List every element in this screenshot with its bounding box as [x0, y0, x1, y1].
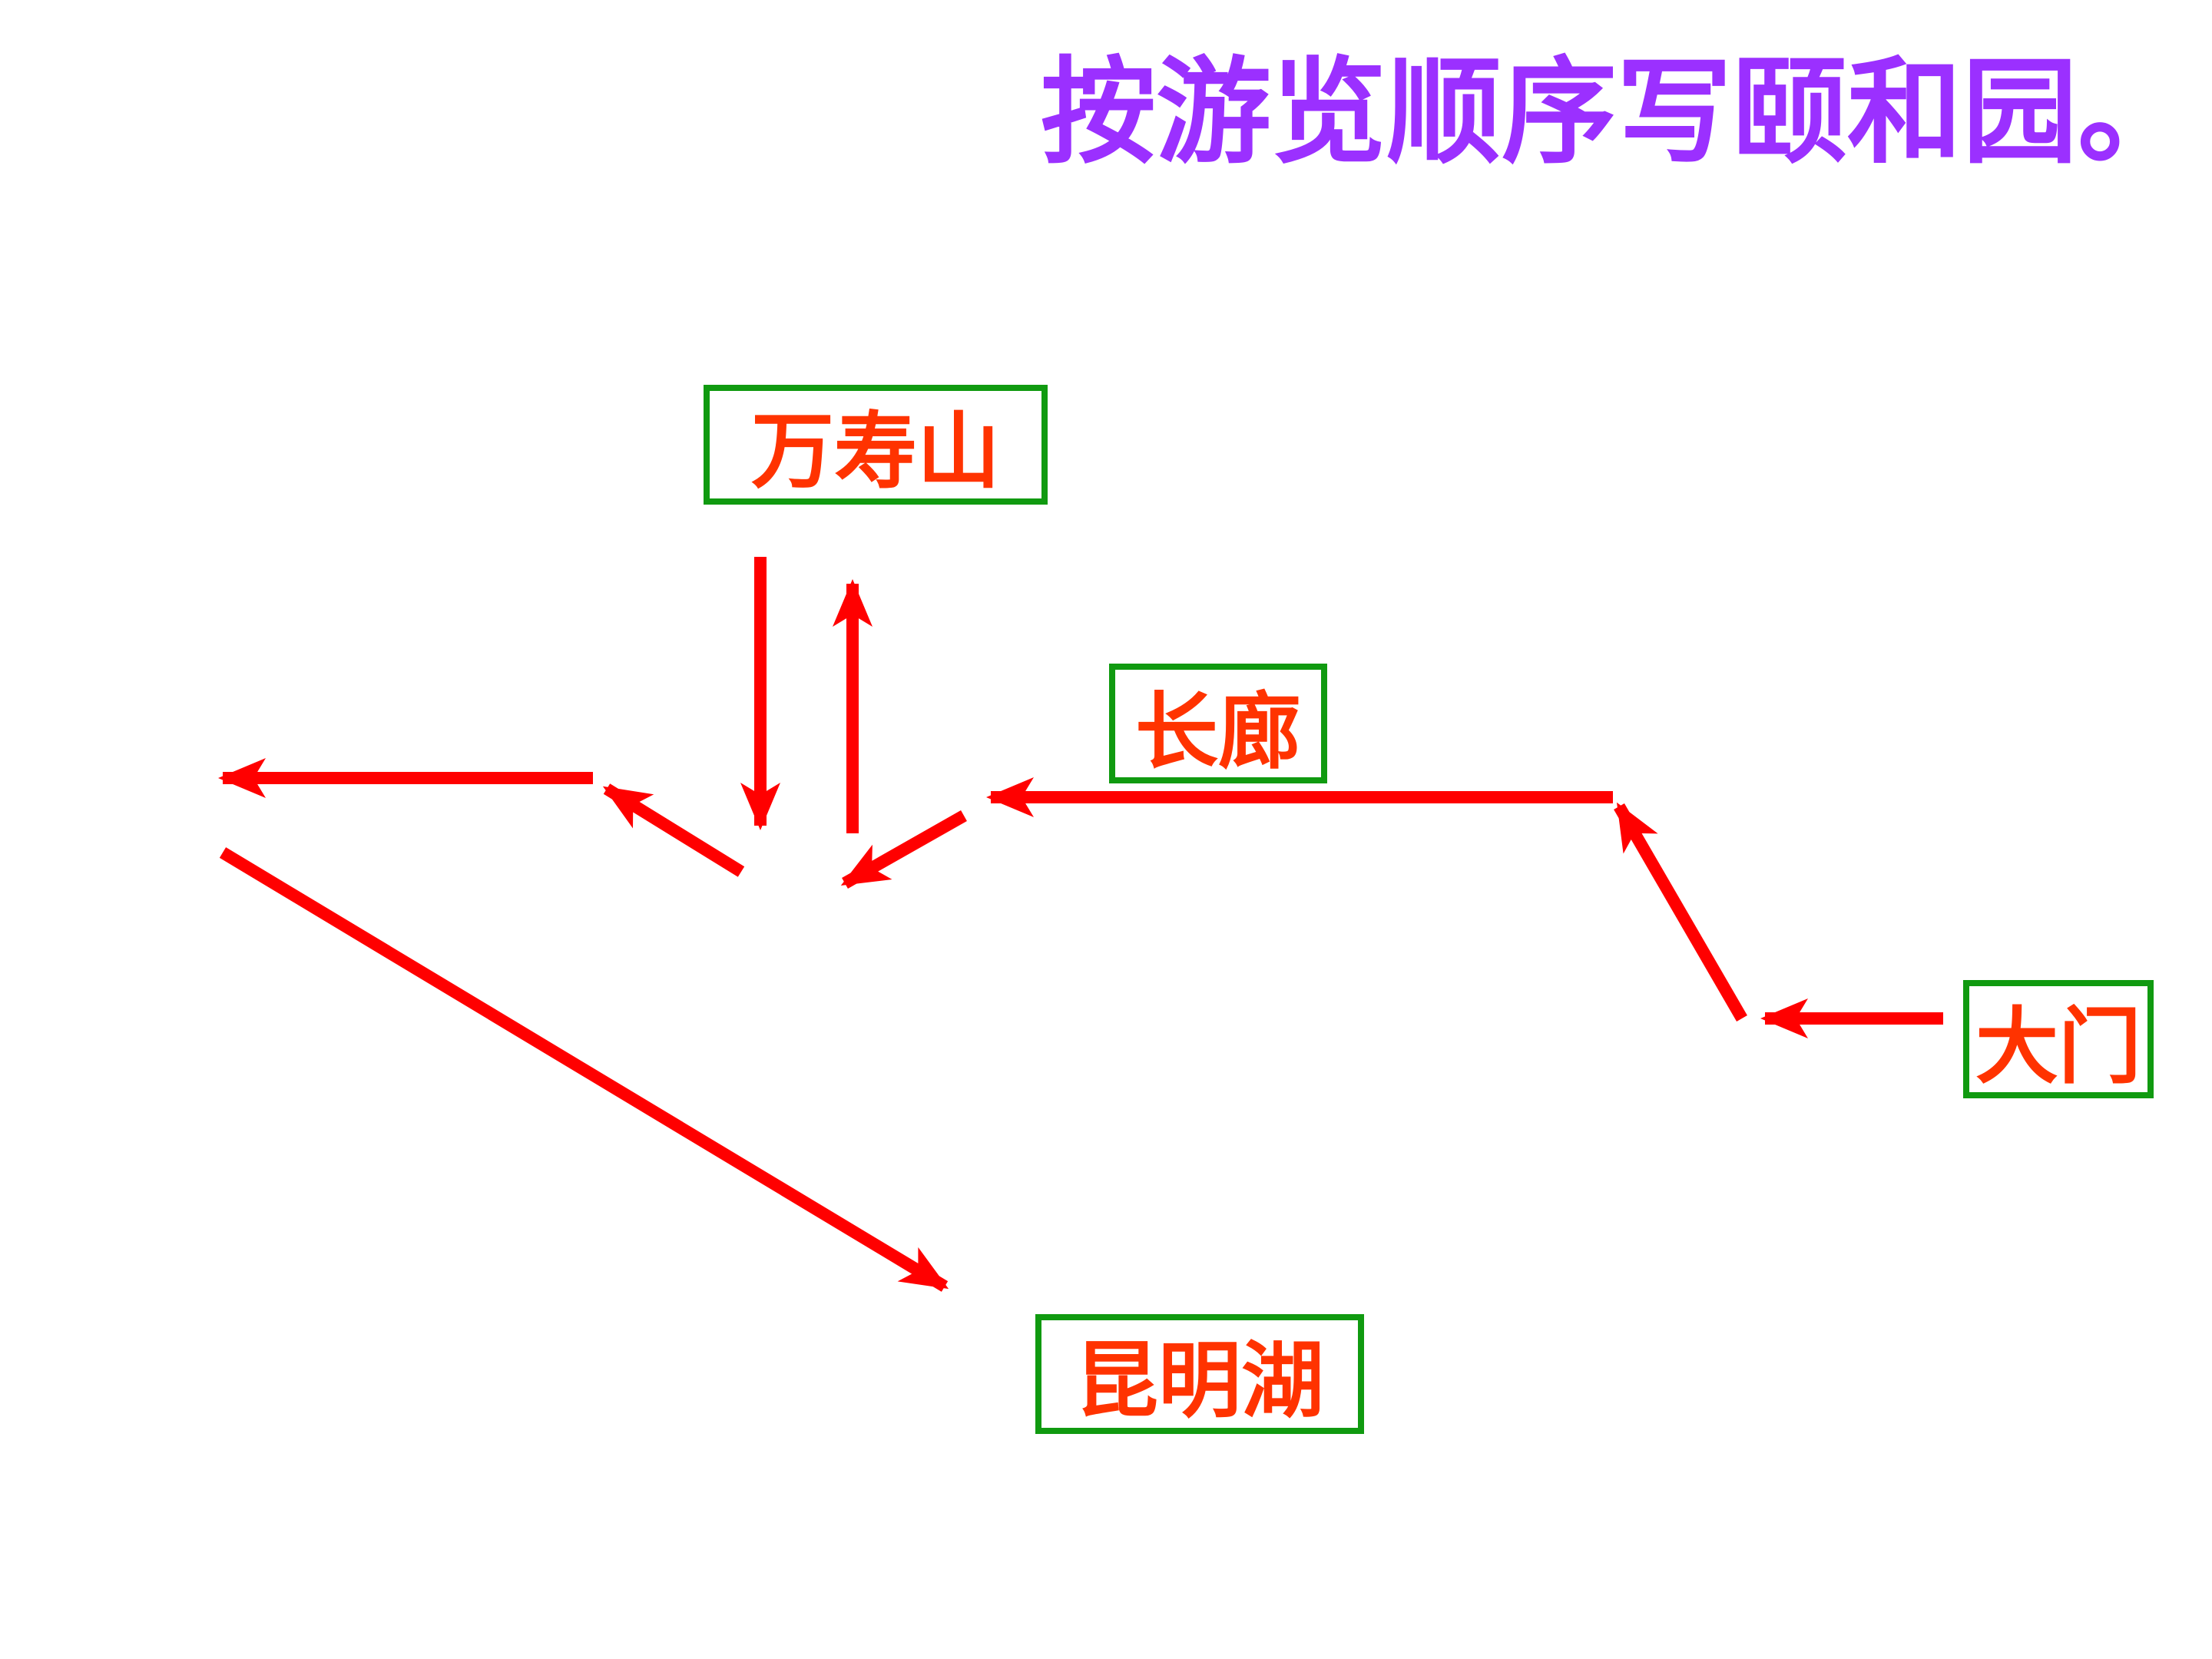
arrowhead [986, 777, 1034, 817]
arrowhead [833, 579, 873, 627]
route-arrows [218, 557, 1943, 1292]
node-box [1963, 980, 2154, 1098]
arrowhead [740, 783, 780, 830]
arrowhead [1760, 998, 1808, 1038]
arrowhead [218, 758, 266, 798]
arrow-diagonal-up [1614, 803, 1747, 1022]
node-label: 大门 [1975, 999, 2141, 1095]
arrowhead [840, 844, 892, 886]
node-box [1035, 1314, 1364, 1434]
arrowhead [1617, 802, 1658, 854]
node-label: 长廊 [1135, 684, 1301, 780]
page-title: 按游览顺序写颐和园。 [1041, 46, 2193, 180]
arrow-to-kunminghu [219, 847, 949, 1292]
node-damen: 大门 [1963, 980, 2154, 1098]
node-box [704, 385, 1048, 505]
node-wanshoushan: 万寿山 [704, 385, 1048, 505]
node-box [1109, 664, 1327, 783]
node-label: 万寿山 [751, 404, 1000, 500]
node-changlang: 长廊 [1109, 664, 1327, 783]
arrowhead [897, 1247, 949, 1290]
node-label: 昆明湖 [1075, 1333, 1324, 1429]
arrowhead [602, 786, 654, 829]
node-kunminghu: 昆明湖 [1035, 1314, 1364, 1434]
